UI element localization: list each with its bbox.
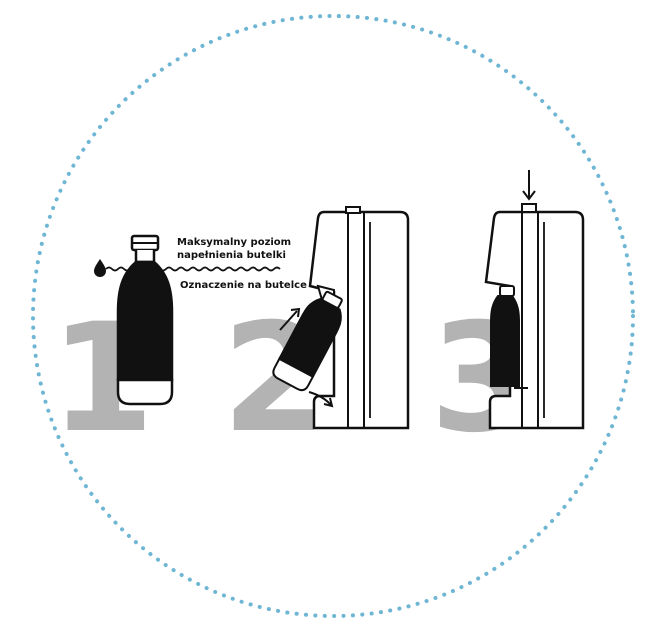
- bottle-body: [116, 260, 174, 382]
- dotted-circle-border: [31, 14, 635, 618]
- curved-arrow-icon: [308, 391, 334, 408]
- machine-step3: [484, 170, 585, 430]
- max-fill-label-line2: napełnienia butelki: [177, 250, 286, 261]
- bottle-mark-label: Oznaczenie na butelce: [180, 280, 307, 291]
- bottle-step1: [116, 234, 174, 406]
- arrow-down-icon: [522, 170, 536, 201]
- max-fill-label-line1: Maksymalny poziom: [177, 237, 291, 248]
- arrow-up-right-icon: [279, 307, 301, 331]
- wave-line-icon: [105, 266, 281, 272]
- machine-step2: [272, 206, 410, 430]
- bottle-base: [116, 378, 174, 406]
- water-drop-icon: [94, 259, 106, 277]
